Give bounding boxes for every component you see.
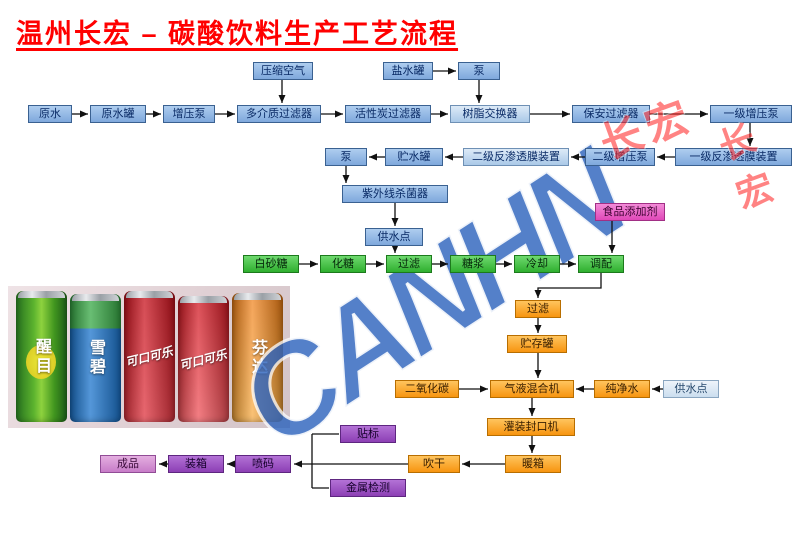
node-stage2-booster-pump: 二级增压泵: [585, 148, 655, 166]
node-white-sugar: 白砂糖: [243, 255, 299, 273]
node-booster-pump: 增压泵: [163, 105, 215, 123]
can-fanta: 芬达: [231, 293, 283, 422]
node-multimedia-filter: 多介质过滤器: [237, 105, 321, 123]
node-resin-exchanger: 树脂交换器: [450, 105, 530, 123]
node-storage-tank: 贮存罐: [507, 335, 567, 353]
page-title: 温州长宏 – 碳酸饮料生产工艺流程: [16, 19, 459, 49]
node-pure-water: 纯净水: [594, 380, 650, 398]
node-stage1-booster-pump: 一级增压泵: [710, 105, 792, 123]
node-brine-tank: 盐水罐: [383, 62, 433, 80]
junction-lines: [311, 433, 339, 489]
can-lid: [125, 291, 173, 298]
can-sprite: 雪碧: [69, 294, 121, 422]
node-code-spray: 喷码: [235, 455, 291, 473]
node-compressed-air: 压缩空气: [253, 62, 313, 80]
node-packing: 装箱: [168, 455, 224, 473]
can-label: 芬达: [249, 338, 266, 377]
node-ro1-device: 一级反渗透膜装置: [675, 148, 792, 166]
node-ro2-device: 二级反渗透膜装置: [463, 148, 569, 166]
can-label: 醒目: [33, 337, 50, 376]
can-label: 雪碧: [87, 339, 104, 377]
node-metal-detection: 金属检测: [330, 479, 406, 497]
can-lid: [17, 291, 65, 298]
node-warm-box: 暖箱: [505, 455, 561, 473]
can-lid: [233, 293, 281, 300]
node-filter-orange: 过滤: [515, 300, 561, 318]
flow-arrows: [72, 67, 754, 468]
can-lid: [71, 294, 119, 301]
node-security-filter: 保安过滤器: [572, 105, 650, 123]
node-uv-sterilizer: 紫外线杀菌器: [342, 185, 448, 203]
node-raw-water-tank: 原水罐: [90, 105, 146, 123]
node-water-supply-top: 供水点: [365, 228, 423, 246]
node-blow-dry: 吹干: [408, 455, 460, 473]
node-sugar-dissolve: 化糖: [320, 255, 366, 273]
node-cooling: 冷却: [514, 255, 560, 273]
can-lid: [179, 296, 227, 303]
node-labeling: 贴标: [340, 425, 396, 443]
node-filling-machine: 灌装封口机: [487, 418, 575, 436]
node-raw-water: 原水: [28, 105, 72, 123]
can-cocacola: 可口可乐: [123, 291, 175, 422]
can-cocacola-2: 可口可乐: [177, 296, 229, 422]
node-filter-green: 过滤: [386, 255, 432, 273]
node-food-additive: 食品添加剂: [595, 203, 665, 221]
product-cans-photo: 醒目 雪碧 可口可乐 可口可乐 芬达: [8, 286, 290, 428]
node-blending: 调配: [578, 255, 624, 273]
node-syrup: 糖浆: [450, 255, 496, 273]
node-water-supply-right: 供水点: [663, 380, 719, 398]
node-gas-liquid-mixer: 气液混合机: [490, 380, 574, 398]
node-water-storage-tank: 贮水罐: [385, 148, 443, 166]
node-pump-mid: 泵: [325, 148, 367, 166]
node-pump-top: 泵: [458, 62, 500, 80]
node-finished-product: 成品: [100, 455, 156, 473]
node-co2: 二氧化碳: [395, 380, 459, 398]
can-xingmu: 醒目: [15, 291, 67, 422]
node-carbon-filter: 活性炭过滤器: [345, 105, 431, 123]
